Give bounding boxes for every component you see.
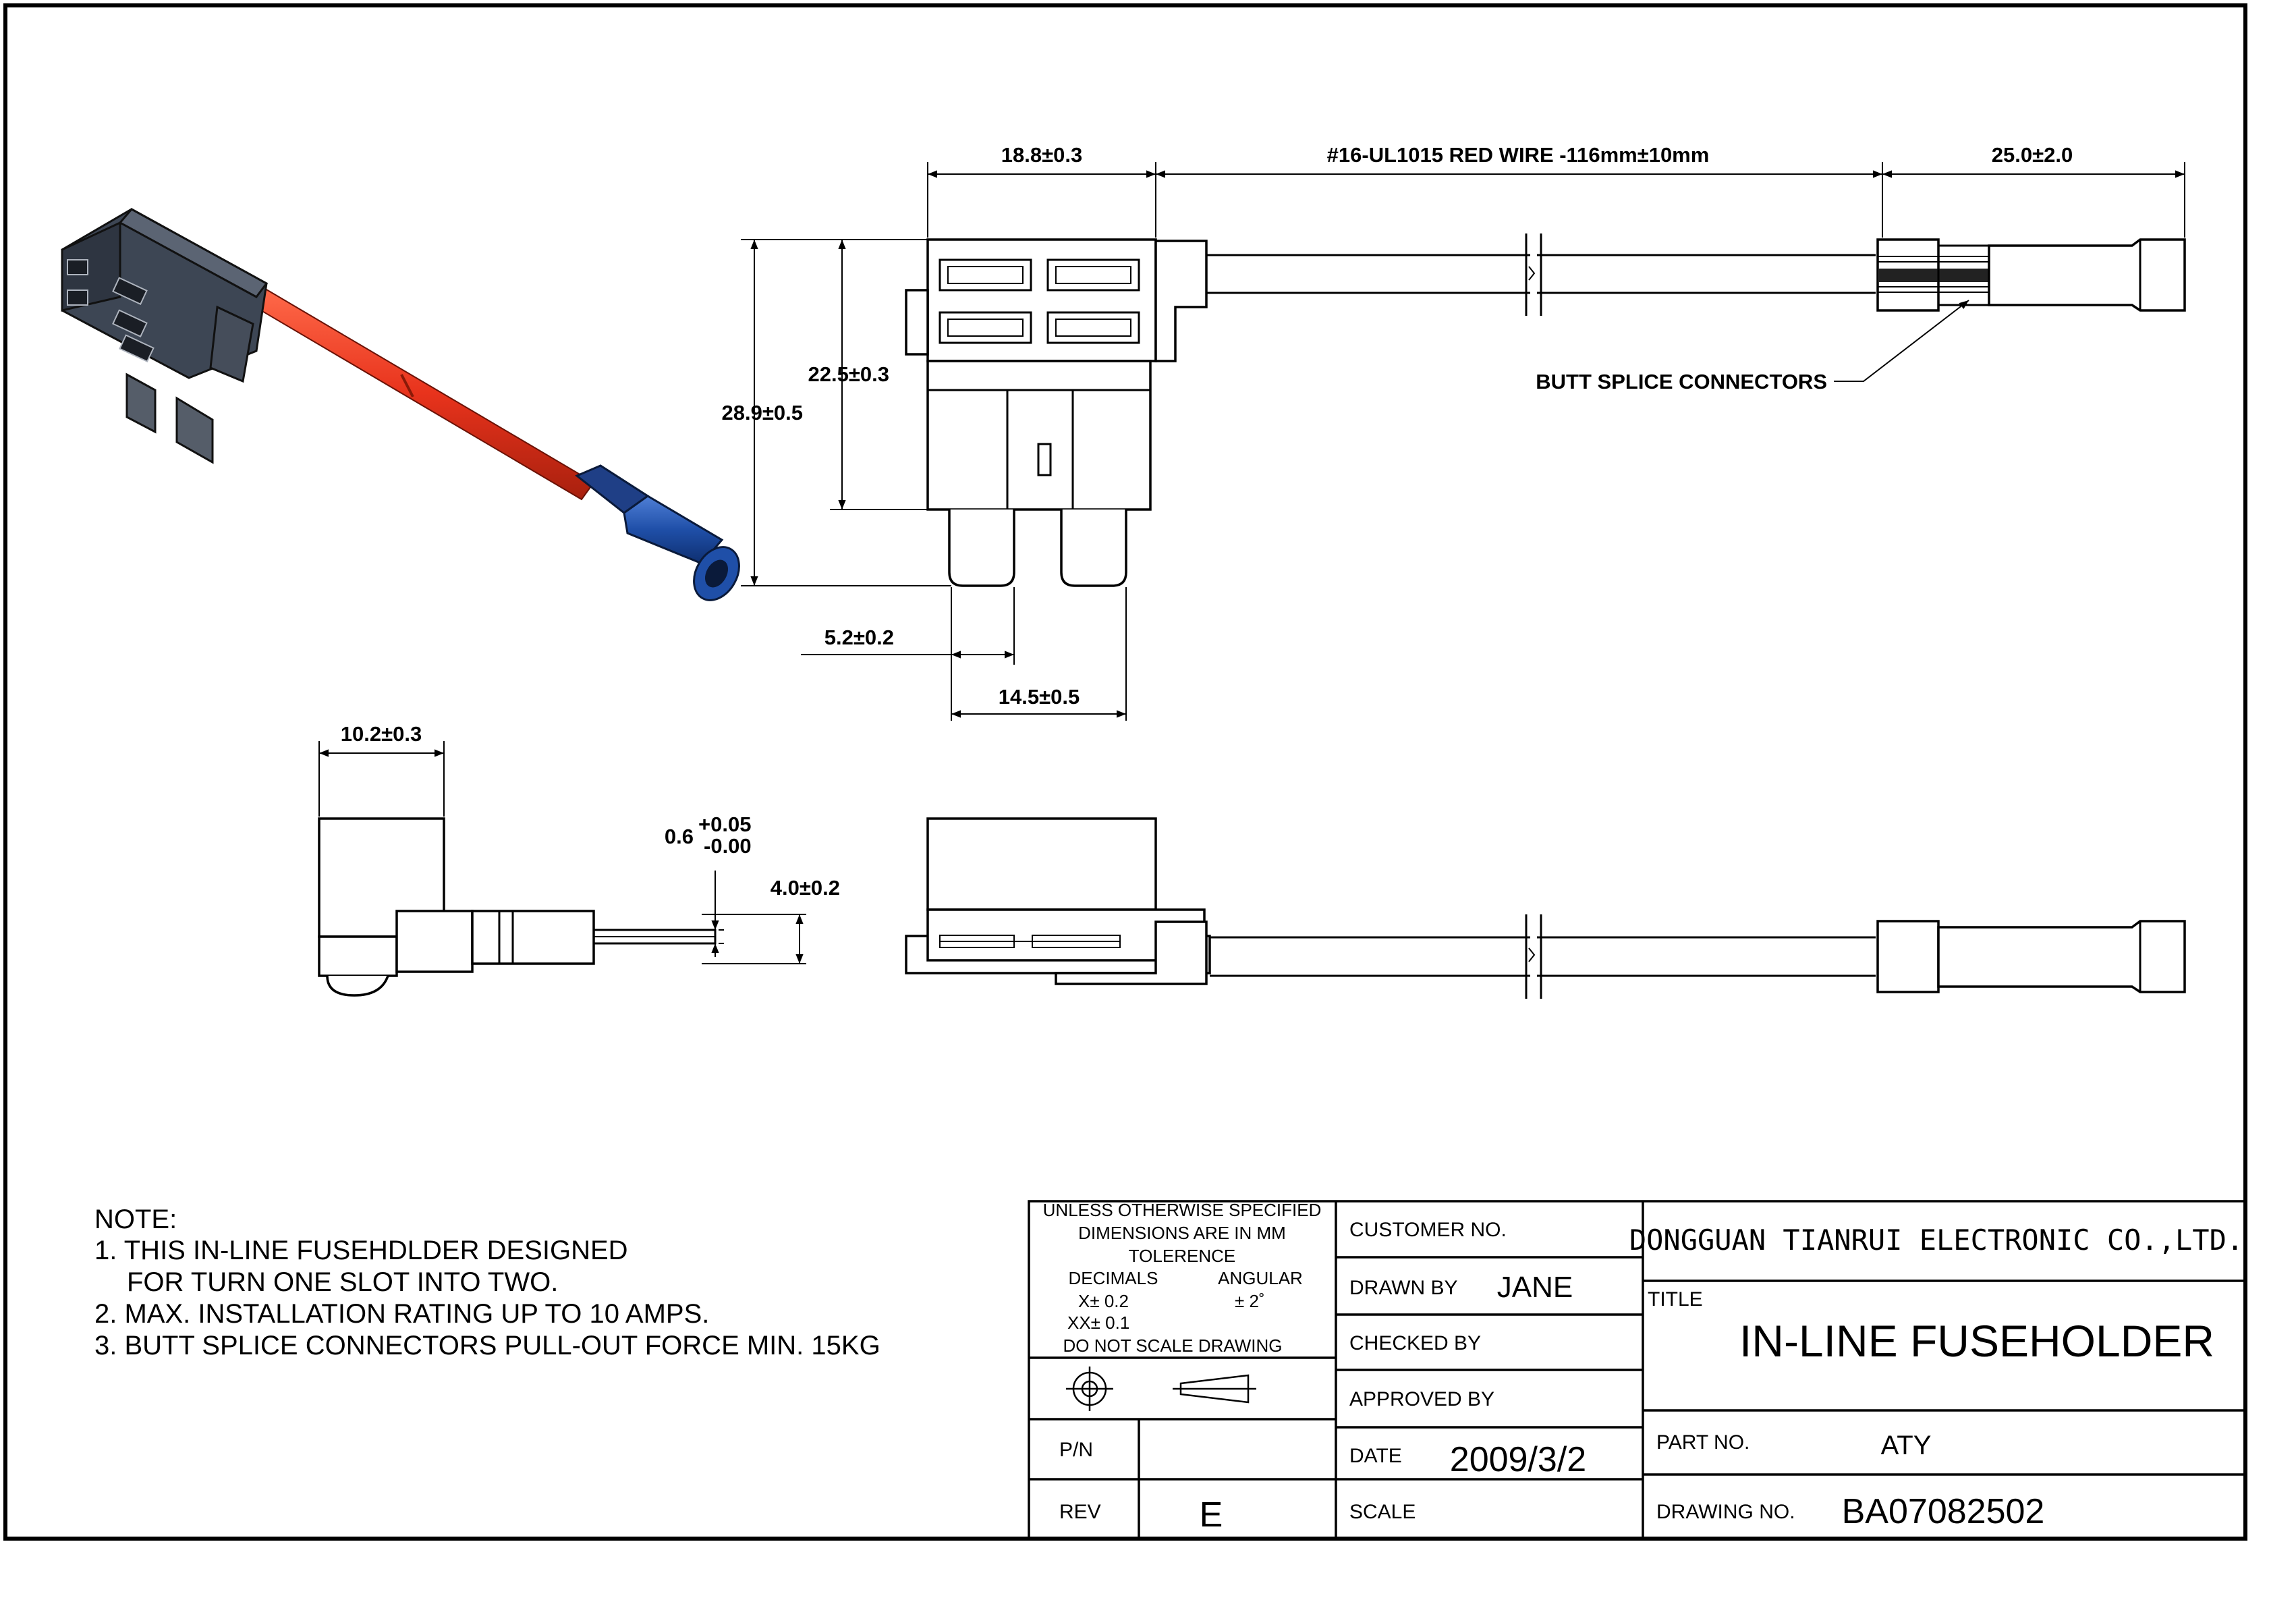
title-label: TITLE xyxy=(1648,1288,1703,1311)
dimension-lines xyxy=(318,162,2185,964)
fuse-slots xyxy=(939,258,1140,344)
rev-value: E xyxy=(1200,1495,1223,1535)
butt-splice-callout: BUTT SPLICE CONNECTORS xyxy=(1536,370,1827,393)
side-view xyxy=(318,817,717,997)
taper-icon xyxy=(1173,1374,1256,1404)
dim-connector-length: 25.0±2.0 xyxy=(1992,143,2073,167)
drawing-title: IN-LINE FUSEHOLDER xyxy=(1739,1316,2214,1366)
part-no-value: ATY xyxy=(1881,1431,1932,1460)
notes-heading: NOTE: xyxy=(94,1205,177,1234)
note-line-2: FOR TURN ONE SLOT INTO TWO. xyxy=(127,1267,558,1297)
xx-tolerance: XX± 0.1 xyxy=(1067,1313,1129,1333)
fuse-tap-housing-3d xyxy=(61,208,269,464)
first-angle-projection-icon xyxy=(1066,1367,1113,1411)
drawn-by-value: JANE xyxy=(1497,1271,1573,1304)
dim-inner-height: 22.5±0.3 xyxy=(808,362,889,386)
bottom-view xyxy=(905,817,2186,999)
dim-blade-thickness-tol-plus: +0.05 xyxy=(698,812,751,836)
approved-by-label: APPROVED BY xyxy=(1349,1388,1494,1410)
no-scale-note: DO NOT SCALE DRAWING xyxy=(1063,1335,1282,1356)
decimals-label: DECIMALS xyxy=(1069,1268,1158,1288)
dim-blade-pitch: 14.5±0.5 xyxy=(999,685,1080,709)
date-value: 2009/3/2 xyxy=(1450,1440,1586,1479)
dimension-labels: 18.8±0.3 #16-UL1015 RED WIRE -116mm±10mm… xyxy=(341,143,2073,900)
dim-blade-thickness: 0.6 xyxy=(665,825,694,848)
drawing-no-value: BA07082502 xyxy=(1842,1492,2045,1531)
drawing-no-label: DRAWING NO. xyxy=(1656,1501,1795,1523)
dim-blade-width: 5.2±0.2 xyxy=(824,626,894,649)
butt-splice-connector-front xyxy=(1876,238,2186,312)
title-block: UNLESS OTHERWISE SPECIFIED DIMENSIONS AR… xyxy=(1028,1200,2247,1540)
dim-blade-thickness-tol-minus: -0.00 xyxy=(704,834,752,858)
front-view xyxy=(905,233,2186,587)
scale-label: SCALE xyxy=(1349,1501,1416,1523)
dim-total-height: 28.9±0.5 xyxy=(722,401,803,424)
angular-tolerance: ± 2˚ xyxy=(1235,1291,1265,1311)
drawn-by-label: DRAWN BY xyxy=(1349,1277,1458,1299)
isometric-view xyxy=(61,208,740,601)
spec-line-1: UNLESS OTHERWISE SPECIFIED xyxy=(1043,1200,1322,1220)
note-line-1: 1. THIS IN-LINE FUSEHDLDER DESIGNED xyxy=(94,1236,628,1265)
butt-splice-connector-bottom xyxy=(1876,920,2186,993)
customer-label: CUSTOMER NO. xyxy=(1349,1219,1507,1241)
pn-label: P/N xyxy=(1059,1439,1093,1461)
note-line-4: 3. BUTT SPLICE CONNECTORS PULL-OUT FORCE… xyxy=(94,1331,880,1360)
company-name: DONGGUAN TIANRUI ELECTRONIC CO.,LTD. xyxy=(1629,1223,2243,1257)
spec-line-2: DIMENSIONS ARE IN MM xyxy=(1078,1223,1286,1243)
notes: NOTE: 1. THIS IN-LINE FUSEHDLDER DESIGNE… xyxy=(94,1205,880,1360)
note-line-3: 2. MAX. INSTALLATION RATING UP TO 10 AMP… xyxy=(94,1299,709,1329)
part-no-label: PART NO. xyxy=(1656,1431,1749,1454)
butt-splice-connector-3d xyxy=(575,464,740,601)
x-tolerance: X± 0.2 xyxy=(1078,1291,1129,1311)
red-wire xyxy=(248,285,595,501)
spec-line-3: TOLERENCE xyxy=(1129,1246,1235,1266)
angular-label: ANGULAR xyxy=(1218,1268,1303,1288)
date-label: DATE xyxy=(1349,1445,1402,1467)
dim-holder-width: 18.8±0.3 xyxy=(1001,143,1082,167)
dim-wire-spec: #16-UL1015 RED WIRE -116mm±10mm xyxy=(1327,143,1710,167)
checked-by-label: CHECKED BY xyxy=(1349,1332,1481,1354)
dim-terminal-height: 4.0±0.2 xyxy=(771,876,840,900)
rev-label: REV xyxy=(1059,1501,1101,1523)
dim-side-width: 10.2±0.3 xyxy=(341,722,422,746)
